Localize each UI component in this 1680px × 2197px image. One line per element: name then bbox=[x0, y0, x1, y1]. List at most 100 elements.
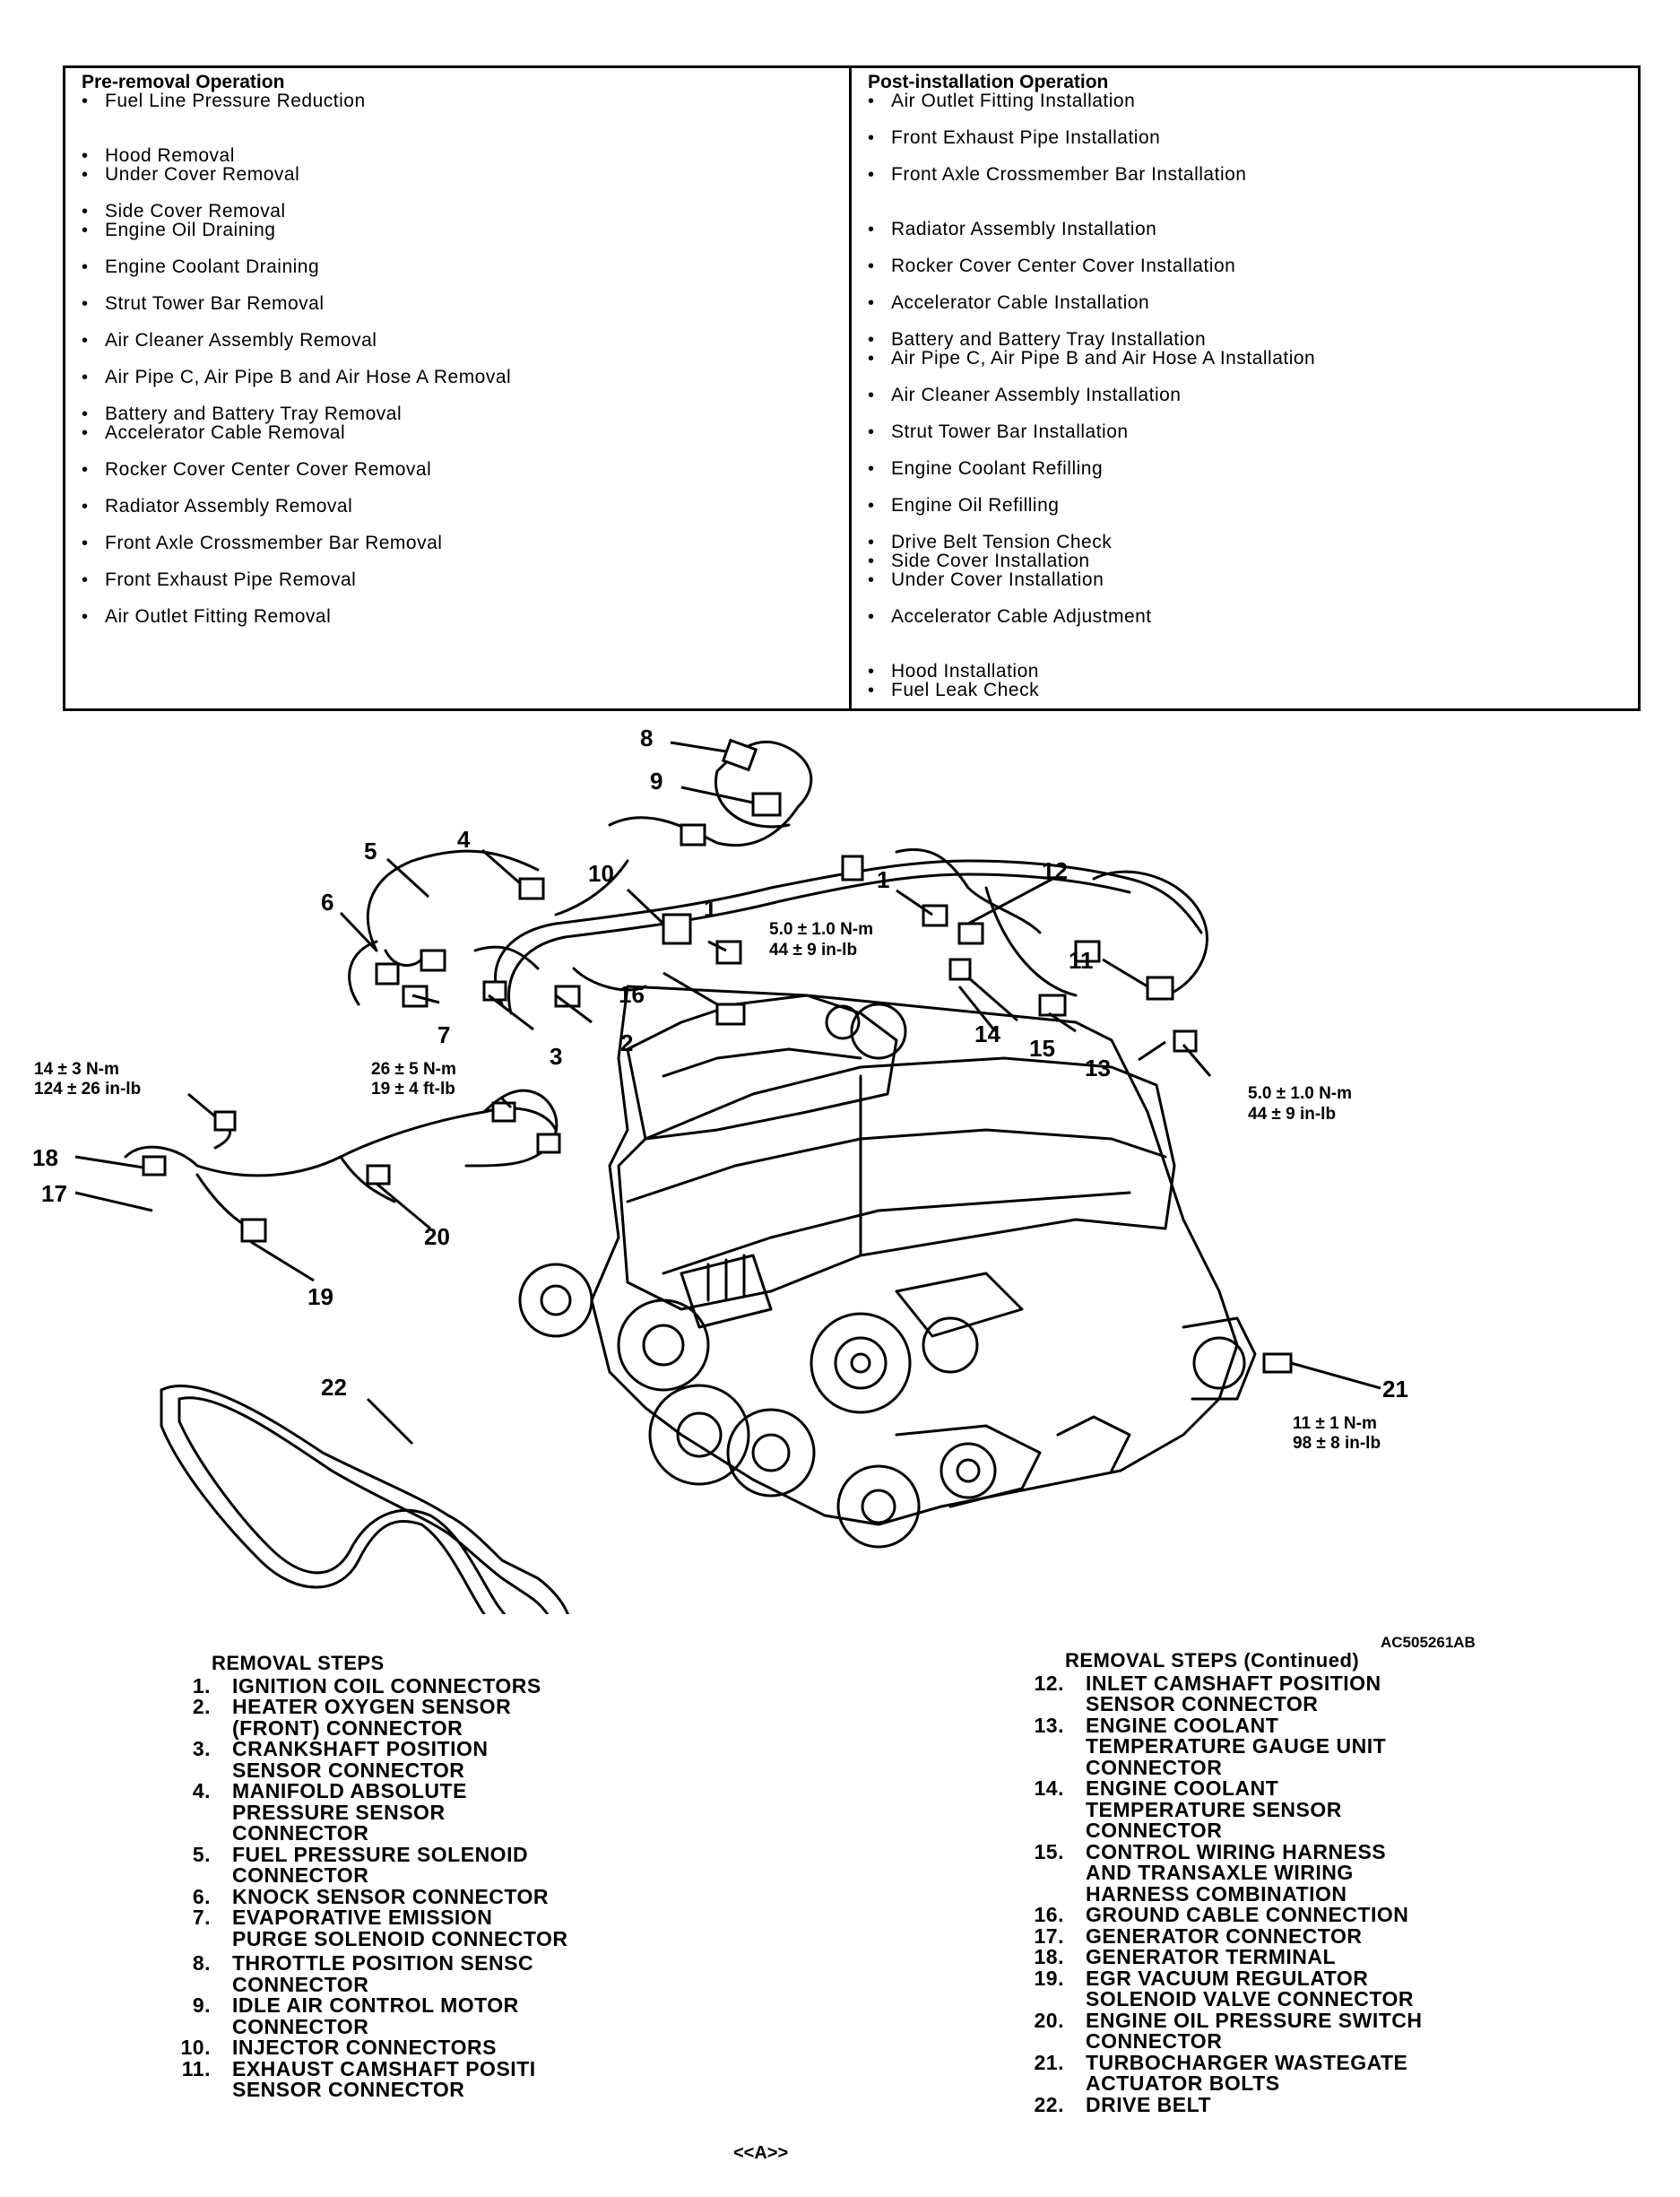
operations-table: Pre-removal Operation •Fuel Line Pressur… bbox=[63, 65, 1641, 711]
step-item: 6.KNOCK SENSOR CONNECTOR bbox=[192, 1884, 550, 1908]
callout-6: 6 bbox=[321, 889, 333, 916]
figure-code: AC505261AB bbox=[1381, 1634, 1476, 1651]
step-item: 3.CRANKSHAFT POSITION SENSOR CONNECTOR bbox=[192, 1737, 489, 1782]
post-item: •Radiator Assembly Installation bbox=[868, 219, 1157, 239]
leader-lines bbox=[74, 741, 1381, 1446]
step-item: 17.GENERATOR CONNECTOR bbox=[1034, 1923, 1363, 1948]
callout-13: 13 bbox=[1085, 1055, 1111, 1081]
torque-2-line2: 44 ± 9 in-lb bbox=[1248, 1105, 1336, 1124]
torque-4-line2: 19 ± 4 ft-lb bbox=[371, 1080, 455, 1098]
step-item: 1.IGNITION COIL CONNECTORS bbox=[192, 1673, 541, 1698]
pre-item: •Engine Coolant Draining bbox=[82, 256, 320, 277]
step-item: 21.TURBOCHARGER WASTEGATE ACTUATOR BOLTS bbox=[1034, 2050, 1408, 2095]
torque-3-line1: 14 ± 3 N-m bbox=[34, 1060, 119, 1079]
step-item: 5.FUEL PRESSURE SOLENOID CONNECTOR bbox=[192, 1842, 529, 1887]
callout-5: 5 bbox=[364, 838, 377, 864]
removal-steps-list: REMOVAL STEPS 1.IGNITION COIL CONNECTORS… bbox=[143, 1653, 789, 2101]
step-item: 20.ENGINE OIL PRESSURE SWITCH CONNECTOR bbox=[1034, 2008, 1423, 2053]
callout-4: 4 bbox=[457, 826, 471, 853]
post-item: •Rocker Cover Center Cover Installation bbox=[868, 256, 1236, 276]
removal-steps-title: REMOVAL STEPS bbox=[212, 1652, 385, 1674]
pre-item: •Battery and Battery Tray Removal bbox=[82, 404, 403, 424]
callout-2: 2 bbox=[620, 1029, 633, 1056]
callout-14: 14 bbox=[974, 1020, 1000, 1047]
callout-9: 9 bbox=[650, 768, 662, 795]
engine-drawing bbox=[518, 985, 1257, 1549]
step-item: 19.EGR VACUUM REGULATOR SOLENOID VALVE C… bbox=[1034, 1966, 1414, 2010]
pre-item: •Front Exhaust Pipe Removal bbox=[82, 569, 357, 590]
post-item: •Accelerator Cable Installation bbox=[868, 292, 1150, 313]
torque-1-line2: 44 ± 9 in-lb bbox=[769, 941, 857, 960]
callout-8: 8 bbox=[640, 725, 653, 751]
torque-4-line1: 26 ± 5 N-m bbox=[371, 1060, 456, 1079]
post-item: •Front Exhaust Pipe Installation bbox=[868, 127, 1161, 148]
pre-item: •Radiator Assembly Removal bbox=[82, 496, 353, 517]
callout-numbers: 8 9 5 4 6 10 1 1 12 11 16 7 3 2 14 15 13… bbox=[32, 725, 1408, 1402]
step-item: 10.INJECTOR CONNECTORS bbox=[180, 2036, 497, 2059]
page-marker: <<A>> bbox=[733, 2143, 789, 2163]
torque-2-line1: 5.0 ± 1.0 N-m bbox=[1248, 1084, 1352, 1103]
engine-wiring-diagram: 8 9 5 4 6 10 1 1 12 11 16 7 3 2 14 15 13… bbox=[32, 725, 1408, 1614]
pre-item: •Fuel Line Pressure Reduction bbox=[82, 91, 366, 111]
callout-1b: 1 bbox=[704, 895, 716, 922]
callout-3: 3 bbox=[550, 1043, 562, 1070]
removal-steps-continued-list: REMOVAL STEPS (Continued) 12.INLET CAMSH… bbox=[997, 1650, 1660, 2115]
callout-18: 18 bbox=[32, 1144, 58, 1171]
callout-17: 17 bbox=[41, 1180, 67, 1207]
pre-removal-column: Pre-removal Operation •Fuel Line Pressur… bbox=[65, 68, 852, 708]
pre-item: •Hood Removal bbox=[82, 145, 235, 166]
post-item: •Front Axle Crossmember Bar Installation bbox=[868, 164, 1247, 185]
step-item: 18.GENERATOR TERMINAL bbox=[1034, 1945, 1337, 1968]
post-item: •Drive Belt Tension Check bbox=[868, 532, 1113, 552]
post-item: •Strut Tower Bar Installation bbox=[868, 421, 1129, 442]
step-item: 16.GROUND CABLE CONNECTION bbox=[1034, 1903, 1409, 1926]
pre-removal-title: Pre-removal Operation bbox=[82, 72, 285, 92]
post-installation-column: Post-installation Operation •Air Outlet … bbox=[852, 68, 1638, 708]
post-item: •Air Outlet Fitting Installation bbox=[868, 91, 1136, 111]
callout-16: 16 bbox=[619, 981, 645, 1008]
callout-12: 12 bbox=[1042, 857, 1068, 884]
wiring-harness bbox=[124, 740, 1208, 1230]
pre-item: •Air Outlet Fitting Removal bbox=[82, 606, 332, 627]
callout-19: 19 bbox=[307, 1283, 333, 1310]
post-item: •Side Cover Installation bbox=[868, 551, 1090, 571]
callout-15: 15 bbox=[1029, 1035, 1055, 1062]
pre-item: •Air Pipe C, Air Pipe B and Air Hose A R… bbox=[82, 367, 512, 387]
step-item: 22.DRIVE BELT bbox=[1034, 2092, 1212, 2116]
callout-22: 22 bbox=[321, 1374, 347, 1401]
callout-21: 21 bbox=[1382, 1376, 1408, 1402]
torque-1-line1: 5.0 ± 1.0 N-m bbox=[769, 920, 873, 939]
pre-item: •Rocker Cover Center Cover Removal bbox=[82, 459, 432, 480]
step-item: 7.EVAPORATIVE EMISSION PURGE SOLENOID CO… bbox=[192, 1906, 568, 1950]
post-item: •Fuel Leak Check bbox=[868, 680, 1040, 700]
step-item: 15.CONTROL WIRING HARNESS AND TRANSAXLE … bbox=[1034, 1839, 1387, 1906]
callout-7: 7 bbox=[437, 1021, 450, 1048]
drive-belt bbox=[160, 1385, 570, 1614]
post-item: •Battery and Battery Tray Installation bbox=[868, 329, 1207, 350]
post-item: •Hood Installation bbox=[868, 661, 1039, 682]
pre-item: •Engine Oil Draining bbox=[82, 220, 276, 240]
callout-1: 1 bbox=[877, 866, 889, 893]
post-item: •Under Cover Installation bbox=[868, 569, 1104, 590]
step-item: 4.MANIFOLD ABSOLUTE PRESSURE SENSOR CONN… bbox=[192, 1779, 467, 1845]
torque-5-line1: 11 ± 1 N-m bbox=[1293, 1414, 1377, 1433]
post-installation-title: Post-installation Operation bbox=[868, 72, 1109, 92]
callout-11: 11 bbox=[1069, 947, 1094, 974]
torque-5-line2: 98 ± 8 in-lb bbox=[1293, 1434, 1381, 1453]
pre-item: •Side Cover Removal bbox=[82, 201, 286, 221]
torque-specs: 5.0 ± 1.0 N-m 44 ± 9 in-lb 5.0 ± 1.0 N-m… bbox=[34, 920, 1381, 1453]
step-item: 2.HEATER OXYGEN SENSOR (FRONT) CONNECTOR bbox=[192, 1695, 512, 1740]
step-item: 9.IDLE AIR CONTROL MOTOR CONNECTOR bbox=[192, 1993, 519, 2038]
post-item: •Engine Coolant Refilling bbox=[868, 458, 1104, 479]
pre-item: •Under Cover Removal bbox=[82, 164, 300, 185]
pre-item: •Air Cleaner Assembly Removal bbox=[82, 330, 377, 351]
step-item: 8.THROTTLE POSITION SENSC CONNECTOR bbox=[192, 1951, 534, 1996]
pre-item: •Front Axle Crossmember Bar Removal bbox=[82, 533, 443, 553]
step-item: 14.ENGINE COOLANT TEMPERATURE SENSOR CON… bbox=[1034, 1776, 1342, 1842]
post-item: •Air Pipe C, Air Pipe B and Air Hose A I… bbox=[868, 348, 1316, 369]
step-item: 13.ENGINE COOLANT TEMPERATURE GAUGE UNIT… bbox=[1034, 1713, 1387, 1779]
pre-item: •Accelerator Cable Removal bbox=[82, 422, 346, 443]
step-item: 12.INLET CAMSHAFT POSITION SENSOR CONNEC… bbox=[1034, 1671, 1381, 1715]
torque-3-line2: 124 ± 26 in-lb bbox=[34, 1080, 141, 1098]
post-item: •Air Cleaner Assembly Installation bbox=[868, 385, 1182, 405]
